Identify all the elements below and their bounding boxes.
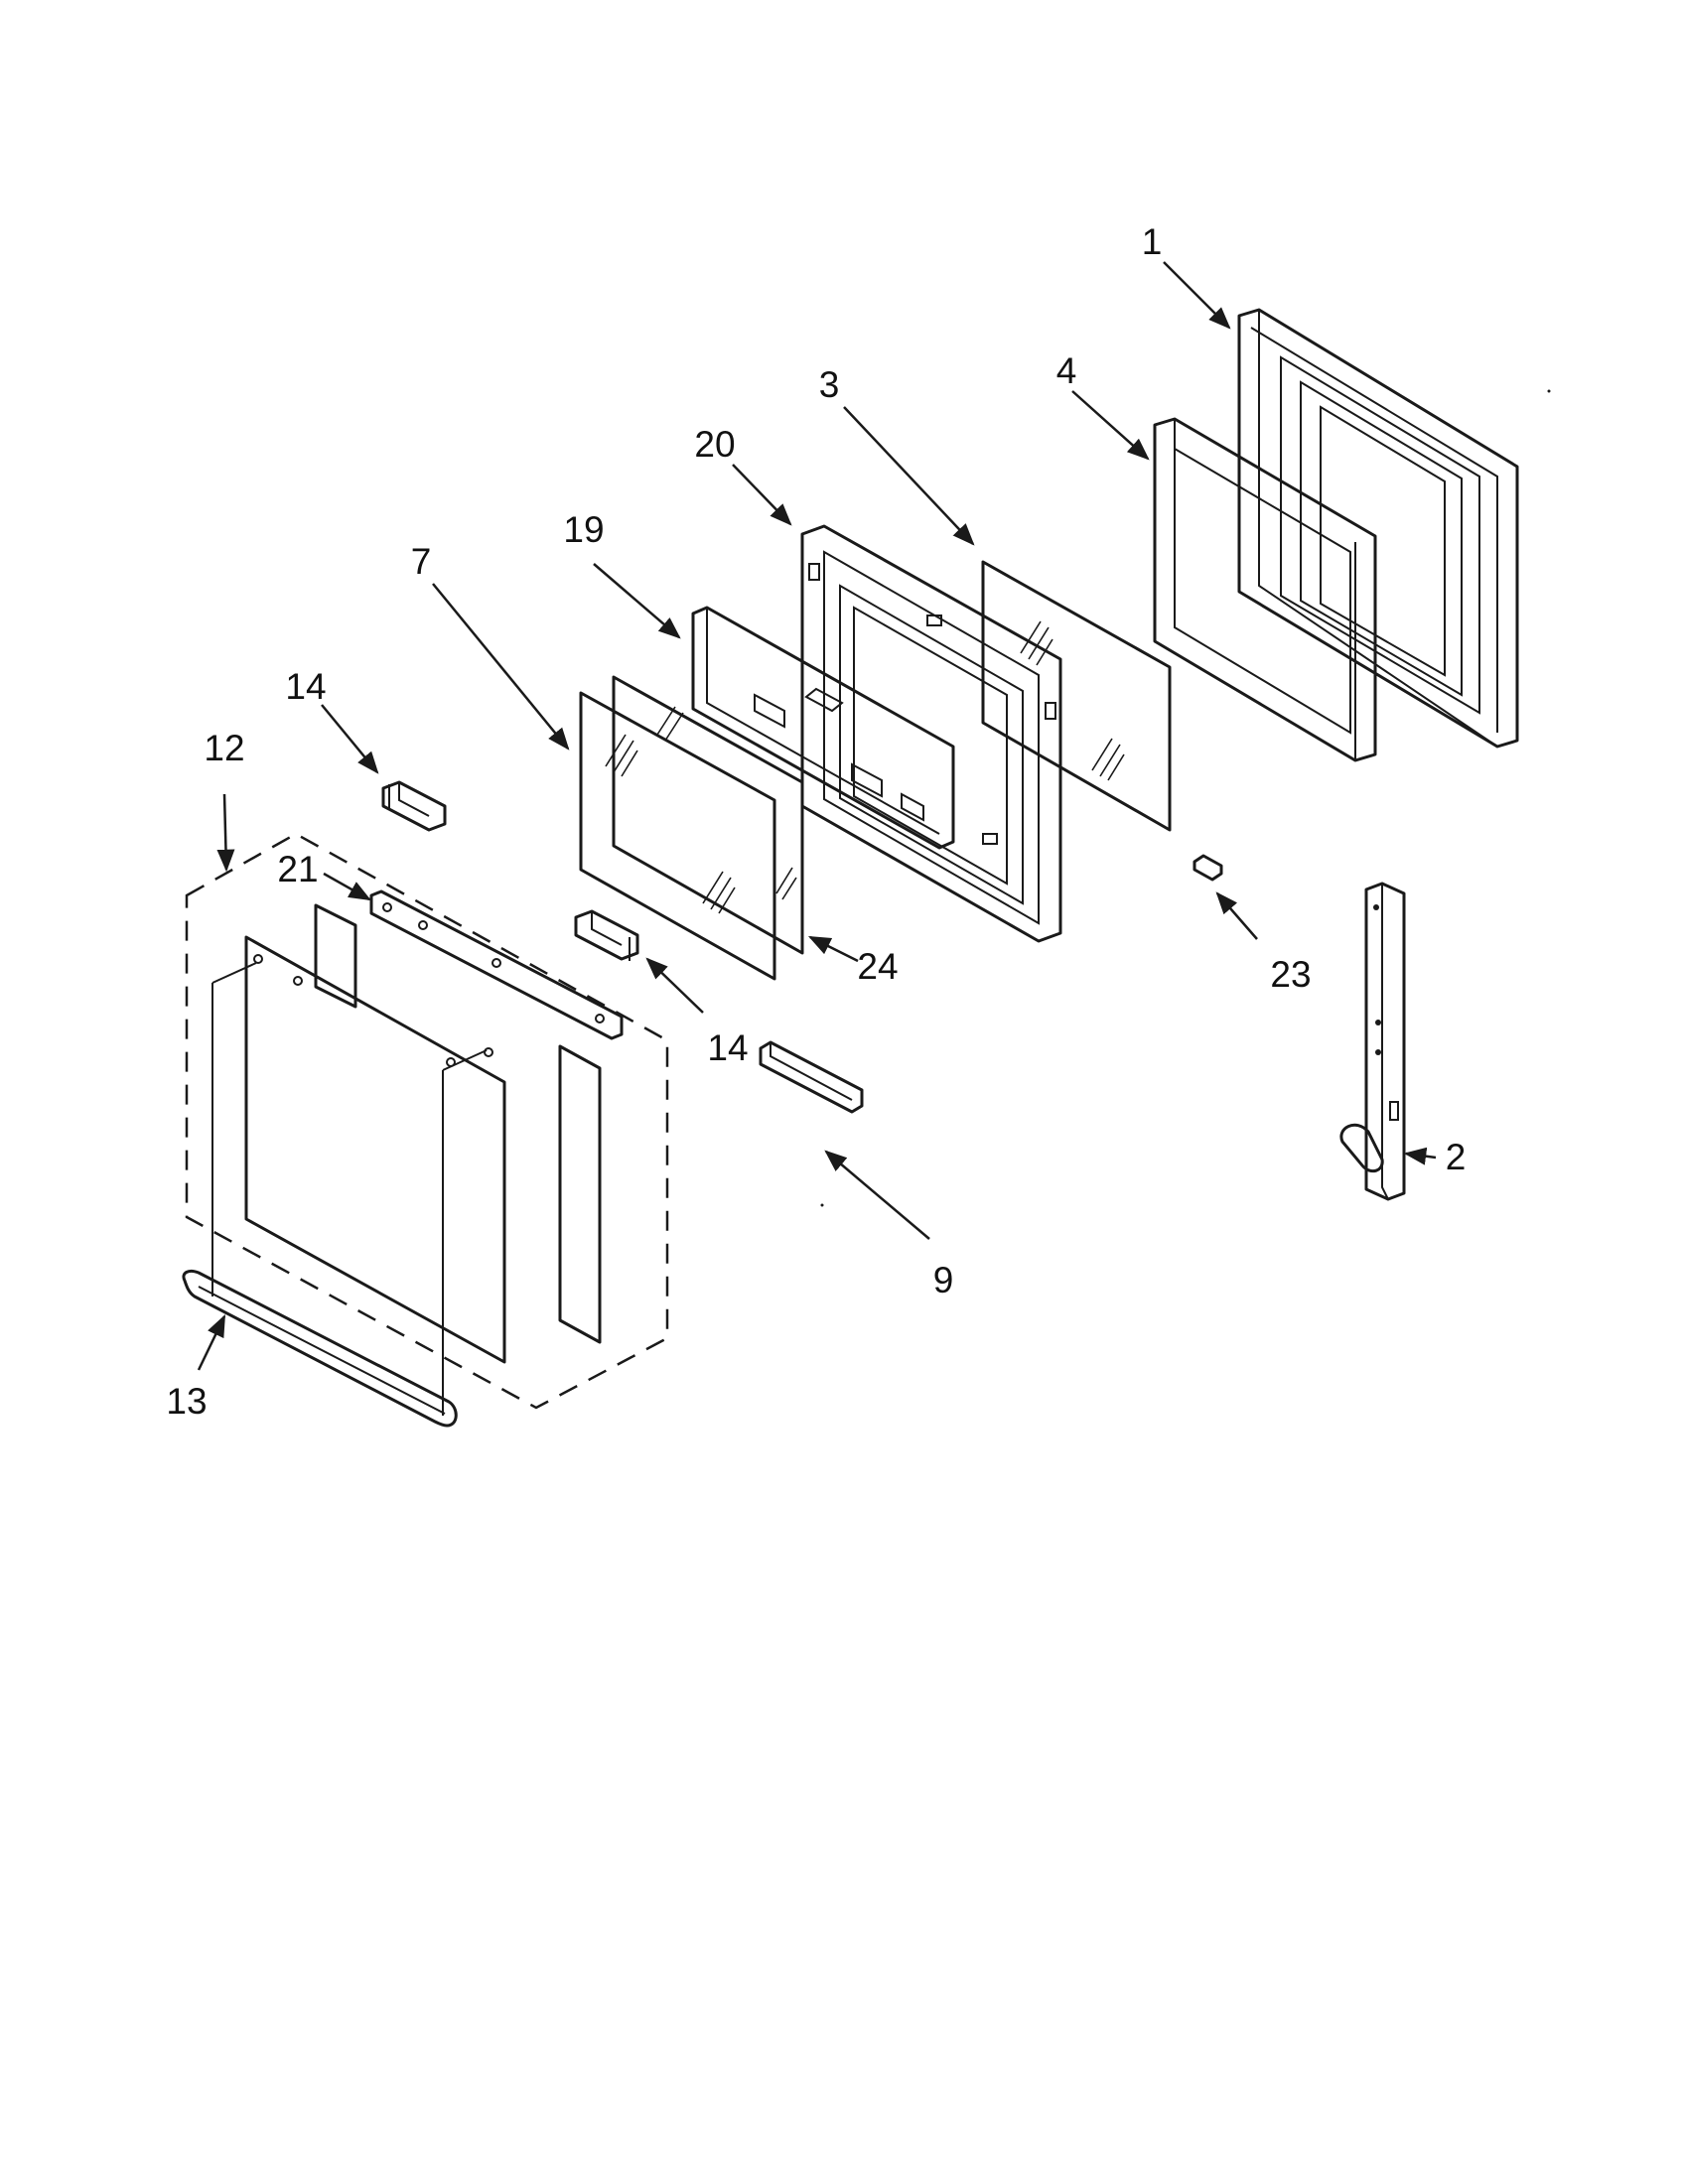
callout-7: 7 [411, 541, 432, 582]
part-13-bottom-trim [182, 1269, 458, 1428]
callout-9: 9 [933, 1260, 954, 1300]
stray-dot [820, 1203, 824, 1207]
part-12-side-strip-left [314, 903, 357, 1009]
part-14-bracket-lower [574, 909, 639, 961]
stray-dot [1547, 389, 1551, 393]
part-12-side-strip-right [558, 1044, 602, 1344]
leader-lines [197, 261, 1437, 1371]
callout-23: 23 [1270, 954, 1311, 995]
part-9-strip [759, 1040, 864, 1114]
part-23-clip [1193, 854, 1223, 882]
part-2-hinge [1339, 882, 1406, 1201]
callout-4: 4 [1056, 350, 1077, 391]
part-21-top-strip [369, 889, 624, 1040]
part-14-bracket-upper [381, 780, 447, 832]
part-4-inner-frame [1153, 417, 1377, 762]
callout-19: 19 [563, 509, 604, 550]
part-3-glass-panel [981, 560, 1172, 832]
callout-3: 3 [819, 364, 840, 405]
part-24-glass [612, 675, 804, 955]
screw-lines [211, 962, 488, 1416]
callout-20: 20 [694, 424, 735, 465]
callout-13: 13 [166, 1381, 207, 1422]
callout-2: 2 [1446, 1137, 1467, 1177]
part-7-front-glass [579, 691, 776, 981]
callout-24: 24 [857, 946, 898, 987]
callout-12: 12 [204, 728, 244, 768]
callout-1: 1 [1142, 221, 1163, 262]
callout-14-lower: 14 [707, 1027, 748, 1068]
part-12-door-assembly [185, 832, 669, 1410]
callout-14-upper: 14 [285, 666, 326, 707]
callout-labels: 1 2 3 4 7 9 12 13 14 14 19 20 21 23 24 [166, 221, 1466, 1422]
part-19-baffle [691, 606, 955, 850]
part-12-outer-glass [244, 935, 506, 1364]
callout-21: 21 [277, 849, 318, 889]
part-1-outer-door-panel [1237, 308, 1519, 749]
